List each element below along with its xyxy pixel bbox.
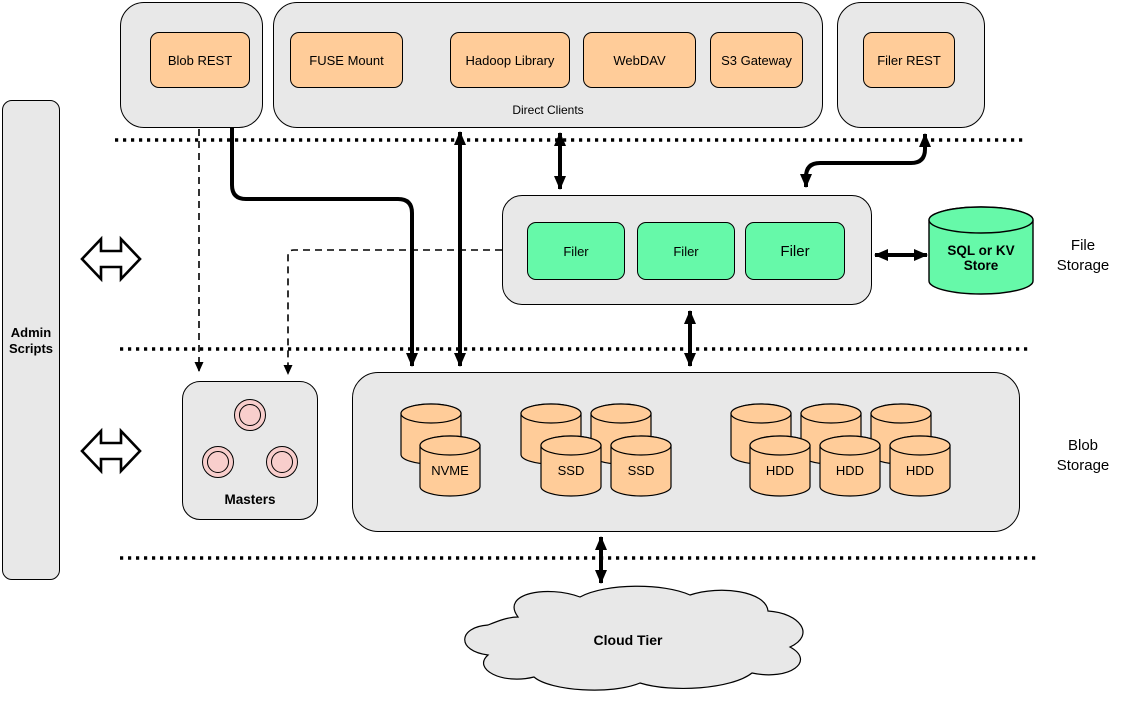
hdd-cylinder bbox=[819, 435, 881, 497]
filer-rest-label: Filer REST bbox=[877, 52, 941, 68]
hadoop-library-label: Hadoop Library bbox=[465, 52, 555, 68]
admin-double-arrow-blob-tier bbox=[80, 427, 142, 475]
filer-box-3: Filer bbox=[745, 222, 845, 280]
filer-3-label: Filer bbox=[780, 242, 810, 260]
ssd-cylinder bbox=[540, 435, 602, 497]
cloud-tier-label: Cloud Tier bbox=[593, 632, 663, 648]
client-box-hadoop-library: Hadoop Library bbox=[450, 32, 570, 88]
arrow-filerrest-filers bbox=[800, 133, 931, 188]
hdd-label: HDD bbox=[905, 463, 935, 478]
hdd-label: HDD bbox=[765, 463, 795, 478]
arrow-blobrest-to-blobstorage bbox=[230, 128, 418, 367]
master-node-icon bbox=[234, 399, 266, 431]
hdd-cylinder bbox=[749, 435, 811, 497]
file-storage-line2: Storage bbox=[1056, 257, 1110, 274]
blob-rest-label: Blob REST bbox=[167, 52, 233, 68]
blob-rest-box: Blob REST bbox=[150, 32, 250, 88]
sql-kv-store-cylinder bbox=[928, 206, 1034, 296]
dashed-arrow-filer-to-masters bbox=[283, 249, 502, 375]
nvme-label: NVME bbox=[431, 463, 469, 478]
filer-rest-box: Filer REST bbox=[863, 32, 955, 88]
filer-box-1: Filer bbox=[527, 222, 625, 280]
admin-scripts-label: Admin Scripts bbox=[2, 325, 60, 357]
sql-kv-store-label: SQL or KV Store bbox=[928, 243, 1034, 273]
client-box-s3-gateway: S3 Gateway bbox=[710, 32, 803, 88]
ssd-label: SSD bbox=[627, 463, 655, 478]
ssd-label: SSD bbox=[557, 463, 585, 478]
nvme-cylinder bbox=[419, 435, 481, 497]
sql-kv-line2: Store bbox=[963, 258, 999, 273]
client-box-webdav: WebDAV bbox=[583, 32, 696, 88]
master-node-icon bbox=[266, 446, 298, 478]
webdav-label: WebDAV bbox=[613, 52, 666, 68]
blob-storage-line1: Blob bbox=[1067, 437, 1099, 454]
cloud-tier-shape bbox=[428, 583, 828, 698]
file-storage-line1: File bbox=[1070, 237, 1096, 254]
client-box-fuse-mount: FUSE Mount bbox=[290, 32, 403, 88]
filer-1-label: Filer bbox=[563, 243, 589, 259]
sql-kv-line1: SQL or KV bbox=[947, 243, 1015, 258]
direct-clients-caption: Direct Clients bbox=[512, 103, 584, 117]
hdd-cylinder bbox=[889, 435, 951, 497]
filer-box-2: Filer bbox=[637, 222, 735, 280]
hdd-label: HDD bbox=[835, 463, 865, 478]
admin-double-arrow-file-tier bbox=[80, 235, 142, 283]
admin-scripts-line1: Admin bbox=[10, 325, 52, 340]
ssd-cylinder bbox=[610, 435, 672, 497]
s3-gateway-label: S3 Gateway bbox=[721, 52, 792, 68]
admin-scripts-panel bbox=[2, 100, 60, 580]
master-node-icon bbox=[202, 446, 234, 478]
fuse-mount-label: FUSE Mount bbox=[309, 52, 384, 68]
blob-storage-line2: Storage bbox=[1056, 457, 1110, 474]
filer-2-label: Filer bbox=[673, 243, 699, 259]
blob-storage-label: Blob Storage bbox=[1042, 436, 1121, 476]
file-storage-label: File Storage bbox=[1042, 236, 1121, 276]
admin-scripts-line2: Scripts bbox=[8, 341, 54, 356]
masters-label: Masters bbox=[224, 492, 276, 507]
